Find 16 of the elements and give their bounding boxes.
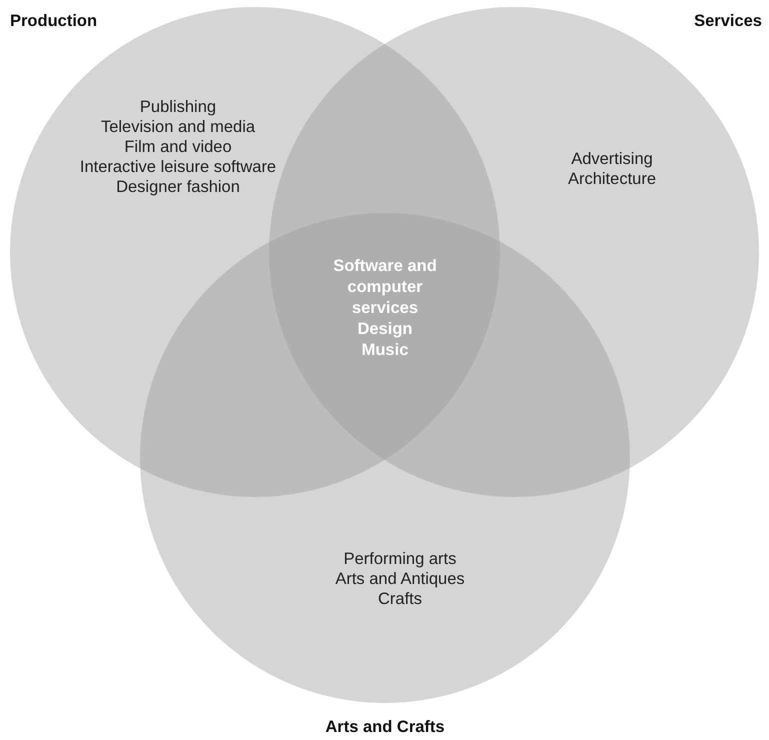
category-item: Designer fashion [116,177,240,197]
overlap-item: Software and computer services [332,256,438,319]
circle-heading: Production [10,11,98,31]
category-item: Advertising [571,149,653,169]
circle-heading: Arts and Crafts [324,717,446,737]
category-item: Television and media [100,117,256,137]
category-item: Publishing [140,97,216,117]
category-item: Film and video [124,137,232,157]
circle-heading: Services [693,11,762,31]
overlap-item: Music [362,340,408,361]
category-item: Performing arts [344,549,456,569]
category-item: Architecture [568,169,656,189]
overlap-item: Design [357,319,412,340]
category-item: Arts and Antiques [335,569,465,589]
category-item: Crafts [378,589,422,609]
category-item: Interactive leisure software [80,157,276,177]
